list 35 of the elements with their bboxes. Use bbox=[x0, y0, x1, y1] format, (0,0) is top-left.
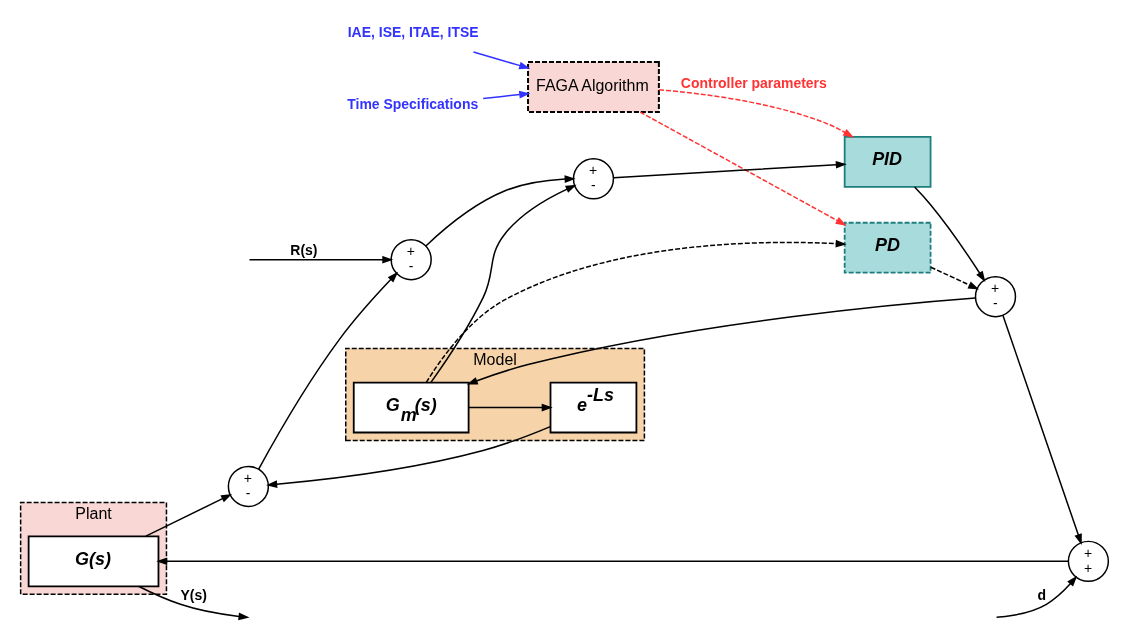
edge-label: R(s) bbox=[290, 241, 318, 258]
node-box: G(s) bbox=[27, 535, 160, 587]
arrow bbox=[145, 493, 232, 537]
arrow bbox=[466, 296, 977, 385]
arrow bbox=[612, 160, 847, 178]
arrow bbox=[425, 174, 576, 247]
arrow bbox=[266, 425, 552, 488]
node-circle: + - bbox=[572, 157, 615, 200]
arrow bbox=[468, 403, 553, 411]
node-circle: + + bbox=[1067, 540, 1110, 582]
node-text: IAE, ISE, ITAE, ITSE bbox=[347, 23, 479, 40]
arrow bbox=[430, 184, 577, 383]
arrow bbox=[1002, 314, 1082, 545]
node-circle: + - bbox=[227, 465, 270, 507]
node-box: PD bbox=[843, 221, 932, 274]
node-box: PID bbox=[843, 135, 932, 188]
node-circle: + - bbox=[974, 275, 1017, 317]
arrow bbox=[913, 185, 986, 282]
node-circle: + - bbox=[390, 238, 432, 280]
arrow bbox=[156, 557, 1069, 565]
edge-label: Controller parameters bbox=[680, 74, 827, 91]
arrow bbox=[138, 585, 250, 620]
edge-label: d bbox=[1037, 586, 1046, 603]
arrow bbox=[639, 110, 847, 226]
edge-label: Y(s) bbox=[180, 586, 207, 603]
arrow bbox=[425, 239, 847, 383]
node-text: Time Specifications bbox=[347, 95, 479, 112]
arrow bbox=[930, 265, 980, 290]
arrow bbox=[995, 575, 1078, 618]
arrow bbox=[248, 255, 394, 264]
arrow bbox=[472, 50, 531, 69]
node-box: FAGA Algorithm bbox=[527, 60, 660, 113]
arrow bbox=[482, 90, 531, 99]
arrow bbox=[257, 271, 399, 470]
arrow bbox=[658, 88, 855, 138]
